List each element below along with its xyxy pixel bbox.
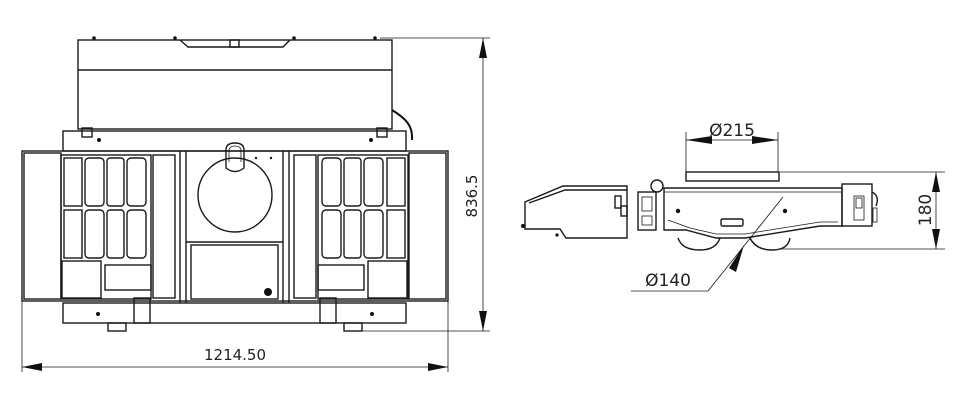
height-dimension-label: 836.5 [463,175,481,218]
height-dimension: 836.5 [360,37,490,332]
center-plate [197,157,273,233]
center-section [179,142,290,303]
side-height-label: 180 [916,194,936,226]
cross-bar [62,130,407,152]
top-plate-diameter-label: Ø215 [709,121,755,141]
wheel-diameter-label: Ø140 [645,271,691,291]
handle-box [521,185,628,239]
skate-body [663,187,843,239]
width-dimension: 1214.50 [21,301,449,372]
upper-housing [77,36,414,141]
top-plate-diameter-dimension: Ø215 [685,121,779,172]
side-height-dimension: 180 [780,171,945,250]
top-view: 1214.50 836.5 [21,36,490,372]
wheel-left [677,237,721,251]
main-frame [21,150,449,302]
wheel-diameter-dimension: Ø140 [631,196,784,292]
top-plate [685,171,780,182]
side-view: Ø215 Ø140 180 [521,121,945,292]
width-dimension-label: 1214.50 [204,346,266,364]
wheel-right [749,237,791,251]
right-roller-module [293,154,409,300]
left-roller-module [60,154,176,300]
bottom-bar [62,302,407,324]
